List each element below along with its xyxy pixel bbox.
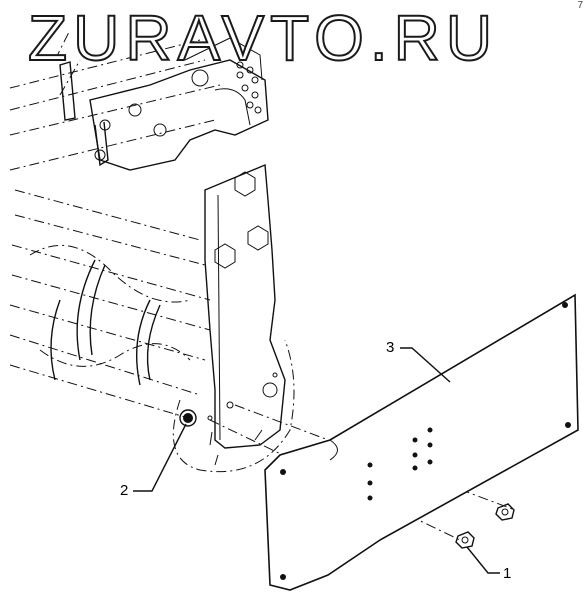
- leader-lines: [133, 347, 500, 574]
- watermark-logo: ZURAVTO.RU: [27, 1, 499, 75]
- callout-2: 2: [120, 482, 129, 499]
- callout-1: 1: [503, 565, 512, 582]
- upper-bracket: [59, 37, 269, 171]
- bolts-part-1: [455, 503, 515, 549]
- corner-mark: 7: [577, 0, 583, 11]
- callout-3: 3: [386, 339, 395, 356]
- cover-plate-part-3: [264, 293, 579, 591]
- vertical-arm: [204, 163, 286, 466]
- bushing-part-2: [179, 409, 197, 427]
- reel-bats: [50, 259, 161, 386]
